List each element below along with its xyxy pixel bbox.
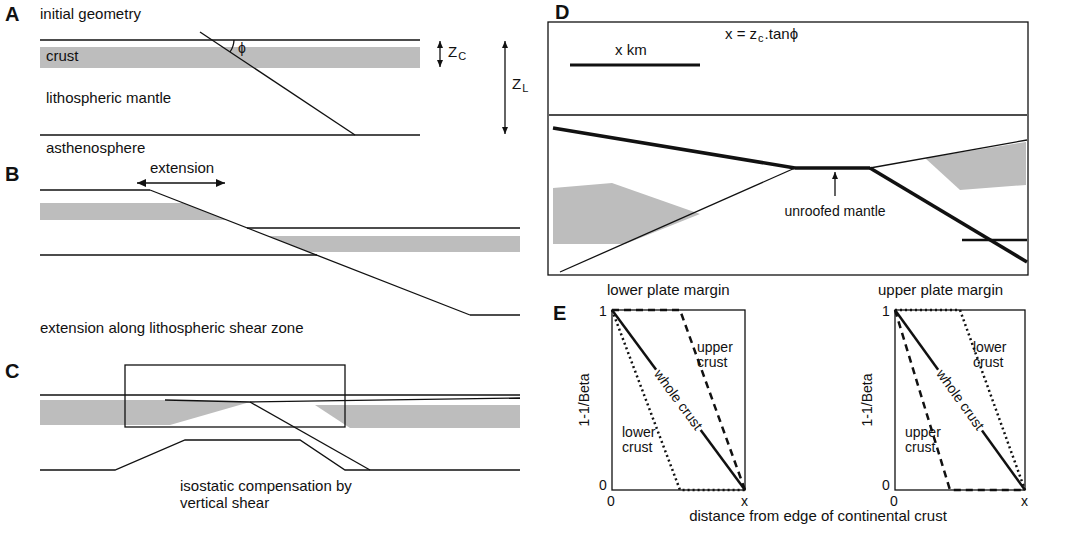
label: 0: [882, 478, 890, 493]
label: lower crust: [622, 425, 670, 456]
label: lower plate margin: [607, 282, 730, 299]
panel-letter: C: [5, 360, 19, 382]
panel-letter: A: [5, 3, 19, 25]
label: lithospheric mantle: [46, 90, 171, 107]
label: isostatic compensation by vertical shear: [180, 478, 380, 511]
label: extension along lithospheric shear zone: [40, 320, 304, 337]
label: x = z: [725, 26, 757, 43]
label: Z: [448, 44, 457, 61]
label: c: [758, 32, 764, 44]
label: upper crust: [697, 340, 745, 371]
label: x km: [615, 42, 647, 59]
label: upper plate margin: [878, 282, 1003, 299]
panel-letter: B: [5, 163, 19, 185]
label: L: [522, 82, 528, 94]
label: 0: [599, 478, 607, 493]
label: .tanϕ: [765, 26, 798, 43]
label: upper crust: [905, 425, 953, 456]
label: ϕ: [238, 41, 246, 56]
label: distance from edge of continental crust: [689, 508, 947, 525]
label: 1: [882, 304, 890, 319]
label: x: [1021, 494, 1028, 509]
label: 1-1/Beta: [860, 374, 875, 427]
panel-letter: D: [555, 1, 569, 23]
label: C: [458, 50, 466, 62]
label: unroofed mantle: [784, 204, 885, 219]
panel-letter: E: [553, 302, 566, 324]
label: whole crust: [650, 365, 707, 434]
label: extension: [150, 160, 214, 177]
label: 1-1/Beta: [577, 374, 592, 427]
label: 0: [607, 494, 615, 509]
label: initial geometry: [40, 6, 141, 23]
label: 1: [599, 304, 607, 319]
label: asthenosphere: [46, 140, 145, 157]
label: lower crust: [973, 340, 1021, 371]
label: Z: [512, 76, 521, 93]
label: crust: [46, 48, 79, 65]
